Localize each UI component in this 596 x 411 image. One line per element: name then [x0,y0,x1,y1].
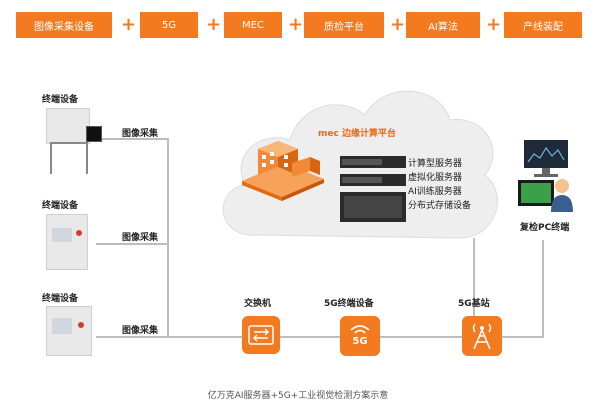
plus-separator: + [288,14,304,35]
caption: 亿万克AI服务器+5G+工业视觉检测方案示意 [207,391,389,401]
connector-line [96,336,168,338]
capture-label: 图像采集 [122,129,159,139]
switch-icon [248,325,274,345]
machine-window [52,318,72,334]
terminal-label: 终端设备 [42,95,79,105]
machine-screen [86,126,102,142]
connector-line [96,243,168,245]
antenna-tower-icon [472,323,492,350]
cpe-label: 5G终端设备 [324,299,374,309]
top-item-label: 产线装配 [523,21,563,33]
plus-separator: + [390,14,406,35]
switch-node [242,316,280,354]
station-label: 5G基站 [458,299,490,309]
top-item-5g: 5G [140,12,198,38]
top-item-label: 5G [161,19,177,31]
top-item-label: AI算法 [428,21,458,33]
top-item-label: 质检平台 [324,21,364,33]
top-item-mec: MEC [224,12,282,38]
top-item-quality-platform: 质检平台 [304,12,384,38]
top-item-image-capture: 图像采集设备 [16,12,112,38]
plus-separator: + [486,14,502,35]
connector-line [542,240,544,338]
plus-separator: + [121,14,137,35]
connector-line [280,336,340,338]
top-item-ai-algorithm: AI算法 [406,12,480,38]
machine-stand [50,142,88,174]
cloud-title: mec 边缘计算平台 [318,129,396,139]
connector-line [167,336,242,338]
connector-line [473,238,475,320]
server-label: 分布式存储设备 [408,201,472,211]
machine-light [78,322,84,328]
top-item-assembly: 产线装配 [504,12,582,38]
server-label: 虚拟化服务器 [408,173,463,183]
connector-line [167,138,169,338]
terminal-machine-1 [46,108,90,144]
connector-line [380,336,462,338]
machine-window [52,228,72,242]
station-node [462,316,502,356]
machine-light [76,230,82,236]
server-label: AI训练服务器 [408,187,462,197]
wifi-5g-icon [350,325,370,334]
connector-line [96,138,168,140]
top-item-label: 图像采集设备 [34,21,94,33]
cpe-node: 5G [340,316,380,356]
user-icon [551,179,573,212]
cpe-icon-text: 5G [352,336,368,347]
server-label: 计算型服务器 [408,159,463,169]
capture-label: 图像采集 [122,233,159,243]
capture-label: 图像采集 [122,326,159,336]
terminal-label: 终端设备 [42,201,79,211]
terminal-label: 终端设备 [42,294,79,304]
monitor-icon [518,140,568,206]
server-icon [340,156,406,222]
terminal-machine-2 [46,214,88,270]
review-label: 复检PC终端 [520,223,570,233]
plus-separator: + [206,14,222,35]
switch-label: 交换机 [244,299,272,309]
building-icon [242,141,324,201]
connector-line [502,336,542,338]
top-item-label: MEC [242,19,264,31]
